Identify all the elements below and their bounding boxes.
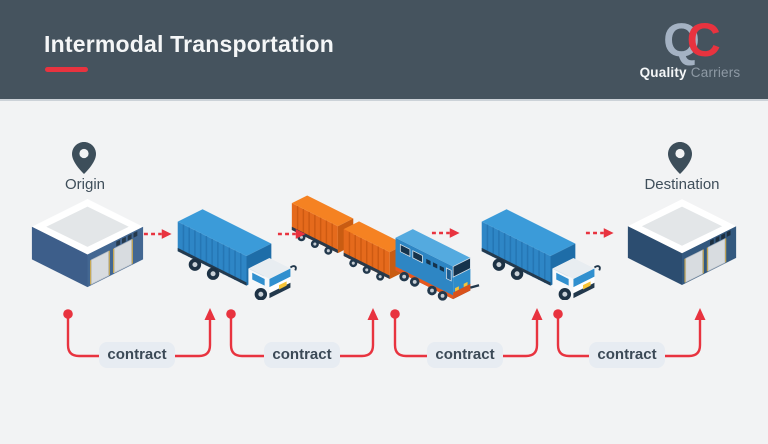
flow-arrow-icon xyxy=(585,228,614,238)
freight-train-illustration xyxy=(291,194,480,301)
logo-name-bold: Quality xyxy=(639,65,687,80)
contract-label: contract xyxy=(264,342,340,368)
contract-label: contract xyxy=(427,342,503,368)
destination-label: Destination xyxy=(644,176,720,193)
logo-letter-q: Q xyxy=(663,13,700,66)
contract-label: contract xyxy=(589,342,665,368)
locomotive xyxy=(395,229,480,301)
warehouse-doors xyxy=(89,239,133,285)
truck-cargo-box xyxy=(177,209,272,286)
truck-cab xyxy=(248,257,297,300)
flow-arrow-icon xyxy=(431,228,460,238)
warehouse-windows xyxy=(116,231,138,247)
warehouse-windows xyxy=(710,230,731,246)
truck-wheels xyxy=(188,258,220,280)
origin-label: Origin xyxy=(64,176,105,193)
box-truck-pickup-illustration xyxy=(177,209,297,300)
warehouse-doors xyxy=(684,238,727,283)
truck-wheels xyxy=(492,258,524,280)
warehouse-origin-illustration xyxy=(31,198,144,288)
location-pin-icon xyxy=(668,142,692,174)
logo-monogram: QC xyxy=(630,16,750,63)
warehouse-destination-illustration xyxy=(627,199,737,285)
contract-label: contract xyxy=(99,342,175,368)
location-pin-icon xyxy=(72,142,96,174)
title-underline xyxy=(45,67,88,72)
flow-arrow-icon xyxy=(277,229,306,239)
box-truck-delivery-illustration xyxy=(481,209,601,300)
page-title: Intermodal Transportation xyxy=(44,31,334,57)
flow-arrow-icon xyxy=(143,229,172,239)
logo-letter-c: C xyxy=(686,13,721,66)
logo-name-light: Carriers xyxy=(690,65,741,80)
truck-cab xyxy=(552,257,601,300)
